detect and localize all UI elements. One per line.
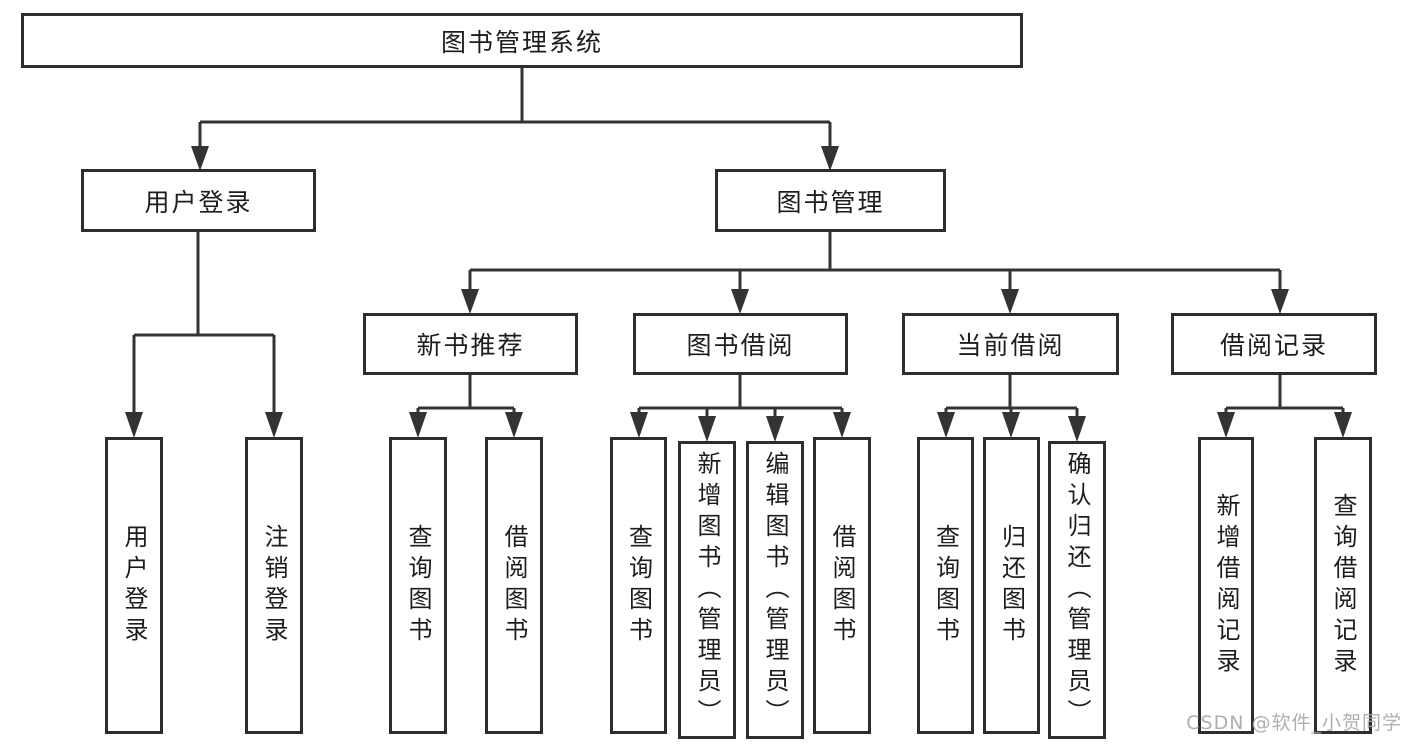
node-label: 图书管理系统 [440,27,603,57]
node-borrow-records: 借阅记录 [1171,313,1377,375]
node-label: 图书管理 [776,187,885,217]
node-label: 图书借阅 [686,331,795,360]
node-label: 新书推荐 [416,331,525,360]
node-label: 新增图书（管理员） [693,450,721,730]
node-book-borrow: 图书借阅 [633,313,848,375]
node-label: 查询借阅记录 [1329,492,1357,679]
leaf-confirm-return-admin: 确认归还（管理员） [1048,441,1106,739]
node-current-borrow: 当前借阅 [902,313,1119,375]
node-label: 注销登录 [260,523,288,648]
leaf-add-borrow-record: 新增借阅记录 [1198,437,1254,734]
node-label: 新增借阅记录 [1212,492,1240,679]
leaf-return-books: 归还图书 [983,437,1040,734]
node-label: 借阅记录 [1219,331,1328,360]
node-label: 查询图书 [404,523,432,648]
node-label: 用户登录 [120,523,148,648]
csdn-watermark: CSDN @软件_小贺同学 [1186,712,1402,734]
leaf-user-login: 用户登录 [105,437,163,734]
node-label: 查询图书 [624,523,653,648]
node-library-management-system: 图书管理系统 [21,13,1023,68]
node-label: 当前借阅 [956,331,1065,360]
leaf-query-books-current: 查询图书 [917,437,974,734]
leaf-add-books-admin: 新增图书（管理员） [678,441,736,739]
node-label: 归还图书 [997,523,1026,648]
leaf-edit-books-admin: 编辑图书（管理员） [746,441,804,739]
node-book-management: 图书管理 [715,169,946,232]
leaf-borrow-books-recommend: 借阅图书 [485,437,543,734]
node-label: 用户登录 [144,187,253,217]
node-label: 查询图书 [931,523,960,648]
leaf-logout: 注销登录 [245,437,303,734]
arrowheads [125,146,1352,442]
node-new-book-recommend: 新书推荐 [363,313,578,375]
node-label: 确认归还（管理员） [1063,450,1091,730]
leaf-borrow-books: 借阅图书 [813,437,871,734]
node-label: 借阅图书 [828,523,856,648]
leaf-query-borrow-record: 查询借阅记录 [1314,437,1372,734]
node-label: 借阅图书 [500,523,528,648]
node-label: 编辑图书（管理员） [761,450,789,730]
leaf-query-books-recommend: 查询图书 [389,437,447,734]
leaf-query-books-borrow: 查询图书 [610,437,667,734]
node-user-login: 用户登录 [81,169,316,232]
